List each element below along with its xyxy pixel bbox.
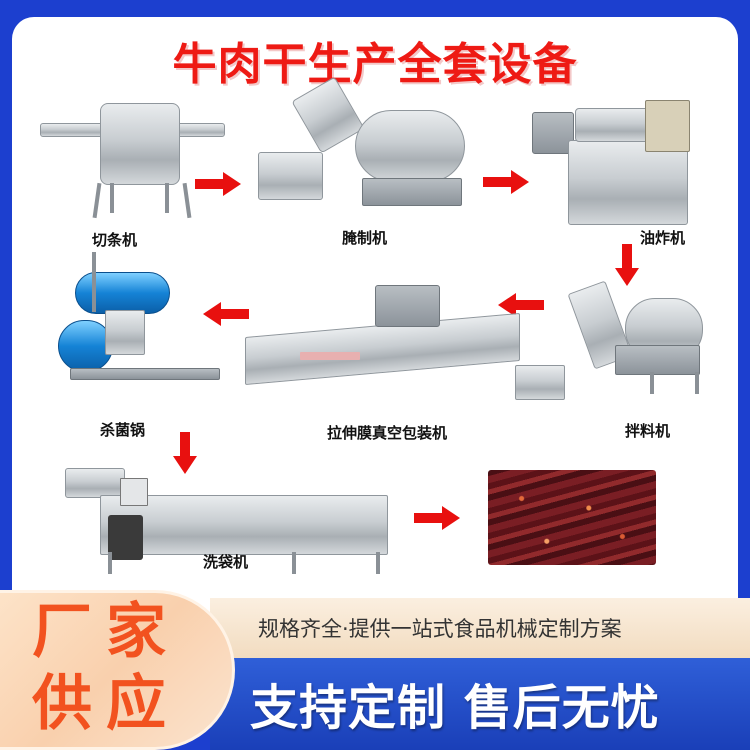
banner-subtitle-strip [210,598,750,658]
arrow-right-icon [483,170,529,194]
arrow-right-icon [195,172,241,196]
step-label-mixer: 拌料机 [625,422,671,440]
badge-line-2: 供应 [32,669,180,739]
sub-slogan: 规格齐全·提供一站式食品机械定制方案 [258,617,622,641]
arrow-left-icon [498,293,544,317]
step-label-strip-cutter: 切条机 [92,231,138,249]
main-slogan: 支持定制 售后无忧 [250,680,660,736]
arrow-down-icon [173,432,197,474]
banner-main-strip [210,658,750,750]
arrow-right-icon [414,506,460,530]
step-label-marinator: 腌制机 [342,229,388,247]
step-label-sterilizer: 杀菌锅 [100,421,146,439]
badge-line-1: 厂家 [32,597,180,667]
arrow-left-icon [203,302,249,326]
page-title: 牛肉干生产全套设备 [172,39,578,90]
step-label-fryer: 油炸机 [640,229,686,247]
beef-jerky-product-image [488,470,656,565]
manufacturer-supply-badge [0,590,235,750]
step-label-bag-washer: 洗袋机 [203,553,249,571]
step-label-vacuum-packer: 拉伸膜真空包装机 [327,424,448,442]
arrow-down-icon [615,244,639,286]
